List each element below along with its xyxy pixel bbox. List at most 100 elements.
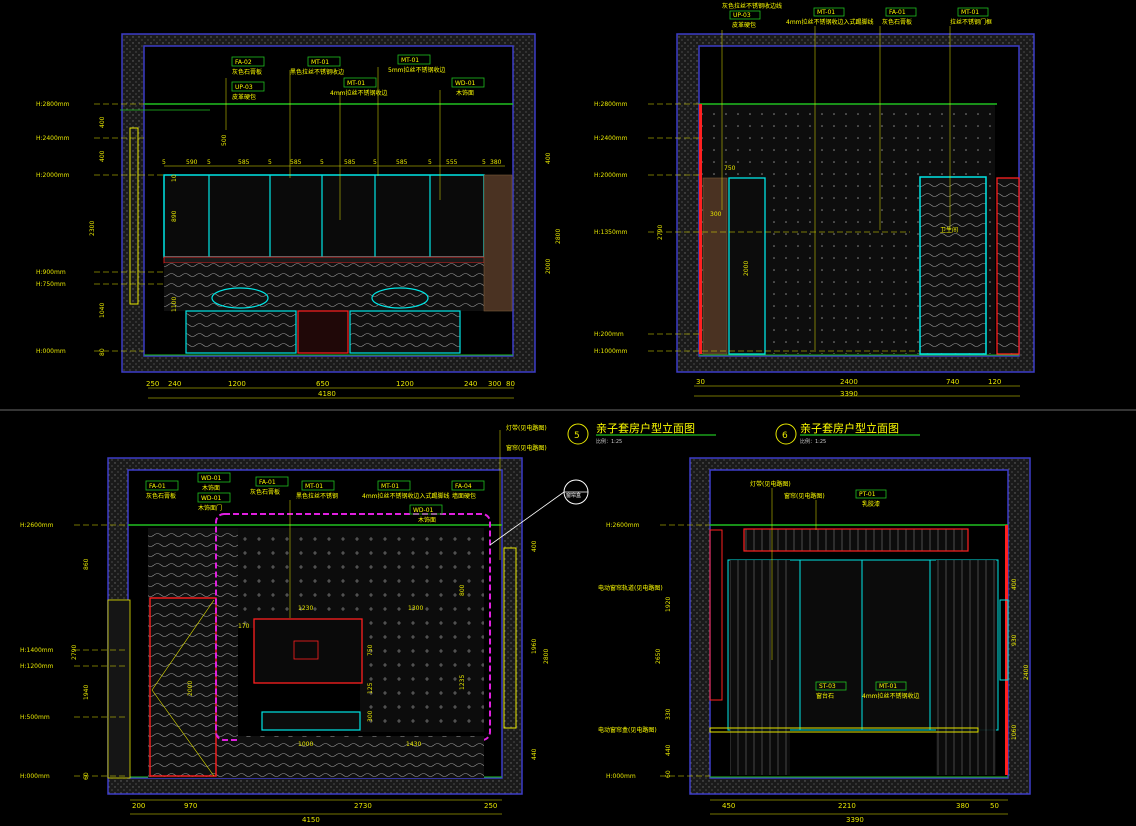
material-tag: MT-01 [879, 683, 897, 690]
dimension-label: 590 [186, 159, 198, 166]
dimension-label: 2300 [89, 221, 96, 236]
dimension-label: 30 [696, 378, 705, 386]
view-scale: 比例：1:25 [800, 438, 826, 445]
material-tag: MT-01 [817, 9, 835, 16]
material-note: 拉丝不锈钢门框 [950, 18, 992, 26]
dimension-label: 1960 [531, 639, 538, 654]
dimension-label: 380 [956, 802, 969, 810]
dimension-label: 1430 [406, 741, 421, 748]
callout-label: 窗帘盒 [566, 492, 581, 499]
material-tag: MT-01 [305, 483, 323, 490]
dimension-label: 400 [545, 152, 552, 164]
dimension-label: 585 [396, 159, 408, 166]
dimension-label: 450 [722, 802, 735, 810]
dimension-label: 2800 [555, 229, 562, 244]
dimension-label: 2400 [1023, 665, 1030, 680]
material-note: 黑色拉丝不锈钢 [296, 492, 338, 500]
material-note: 木饰面 [418, 516, 436, 524]
wood-door-panel [148, 528, 238, 778]
curtain-sheer [936, 560, 996, 775]
view-title: 亲子套房户型立面图 [596, 421, 695, 435]
dimension-label: 2000 [743, 261, 750, 276]
material-note: 黑色拉丝不锈钢收边 [290, 68, 344, 76]
dimension-label: 1200 [228, 380, 246, 388]
material-note: 窗台石 [816, 692, 834, 700]
dimension-label: 250 [146, 380, 159, 388]
level-label: H:1000mm [594, 348, 628, 355]
view-number: 5 [574, 431, 580, 441]
level-label: H:2400mm [594, 135, 628, 142]
material-tag: FA-01 [149, 483, 166, 490]
dimension-label: 970 [184, 802, 197, 810]
basin-right [371, 287, 429, 309]
material-tag: MT-01 [347, 80, 365, 87]
dimension-label: 860 [83, 558, 90, 570]
dimension-label: 930 [1011, 634, 1018, 646]
dimension-label: 2790 [71, 645, 78, 660]
vanity-back-wall [164, 263, 484, 311]
material-note: 墙面硬包 [452, 492, 476, 500]
dimension-label: 80 [506, 380, 515, 388]
dimension-label: 1940 [83, 685, 90, 700]
dimension-label: 1230 [298, 605, 313, 612]
view-title-5: 5 亲子套房户型立面图 比例：1:25 [567, 421, 716, 445]
wardrobe-door [728, 177, 766, 355]
dimension-label: 440 [531, 748, 538, 760]
dimension-label: 585 [290, 159, 302, 166]
side-note: 窗帘(见电路图) [784, 492, 825, 500]
dimension-label: 585 [344, 159, 356, 166]
headboard-wall [238, 528, 484, 628]
tv-panel [253, 618, 363, 684]
dimension-label: 125 [367, 682, 374, 694]
level-label: H:2000mm [36, 172, 70, 179]
material-note: 皮革硬包 [732, 21, 756, 29]
dimension-label: 1060 [1011, 725, 1018, 740]
vanity-cabinet [297, 310, 349, 354]
callout-circle: 窗帘盒 [489, 479, 589, 546]
level-label: H:000mm [36, 348, 66, 355]
dimension-label: 400 [99, 150, 106, 162]
material-note: 4mm拉丝不锈钢收边入式踢脚线 [362, 492, 450, 500]
dimension-label: 800 [459, 584, 466, 596]
level-label: H:2000mm [594, 172, 628, 179]
material-tag: FA-01 [889, 9, 906, 16]
material-tag: MT-01 [401, 57, 419, 64]
level-label: H:900mm [36, 269, 66, 276]
view-number: 6 [782, 431, 788, 441]
view-scale: 比例：1:25 [596, 438, 622, 445]
elevation-panel-bottom-left: H:2600mm H:1400mm H:1200mm H:500mm H:000… [20, 424, 589, 824]
dimension-label: 440 [665, 744, 672, 756]
dimension-total: 4150 [302, 816, 320, 824]
material-tag: MT-01 [381, 483, 399, 490]
mirror-panels [163, 174, 485, 258]
dimension-label: 120 [988, 378, 1001, 386]
material-tag: FA-01 [259, 479, 276, 486]
dimension-label: 200 [132, 802, 145, 810]
material-note: 5mm拉丝不锈钢收边 [388, 66, 446, 74]
elevation-panel-top-right: H:2800mm H:2400mm H:2000mm H:1350mm H:20… [594, 2, 1035, 398]
side-note: 电动窗帘轨道(见电路图) [598, 584, 663, 592]
material-tag: FA-04 [455, 483, 472, 490]
dimension-label: 400 [99, 116, 106, 128]
view-title-6: 6 亲子套房户型立面图 比例：1:25 [775, 421, 920, 445]
dimension-label: 240 [464, 380, 477, 388]
material-tag: PT-01 [859, 491, 876, 498]
dimension-label: 1920 [665, 597, 672, 612]
window-sill [709, 727, 979, 733]
level-label: H:000mm [20, 773, 50, 780]
dimension-label: 330 [665, 708, 672, 720]
dimension-label: 740 [946, 378, 959, 386]
dimension-label: 80 [99, 348, 106, 356]
material-tag: UP-03 [235, 84, 253, 91]
level-label: H:750mm [36, 281, 66, 288]
entry-door [149, 597, 217, 777]
side-note: 电动窗帘盒(见电路图) [598, 726, 657, 734]
dimension-label: 5 [373, 159, 377, 166]
material-note: 皮革硬包 [232, 93, 256, 101]
material-note: 4mm拉丝不锈钢收边 [862, 692, 920, 700]
level-label: H:1350mm [594, 229, 628, 236]
material-note: 4mm拉丝不锈钢收边 [330, 89, 388, 97]
level-label: H:2600mm [20, 522, 54, 529]
dimension-label: 5 [207, 159, 211, 166]
